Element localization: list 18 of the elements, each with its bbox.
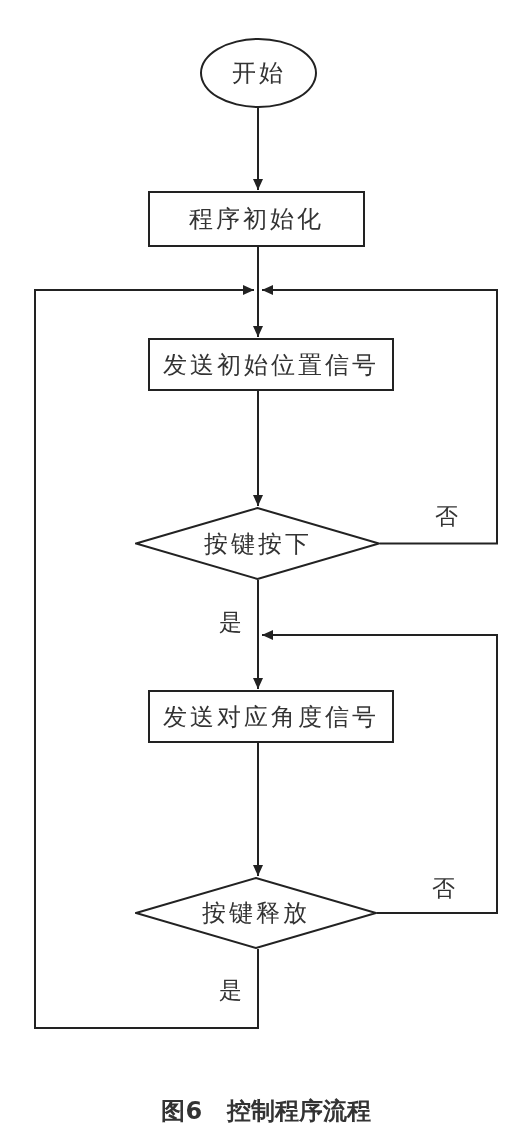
caption: 图6 控制程序流程 (161, 1097, 371, 1126)
process-box: 发送初始位置信号 (148, 338, 394, 391)
edge-label: 否 (433, 503, 459, 529)
process-box: 程序初始化 (148, 191, 365, 247)
arrow (253, 390, 263, 507)
decision-diamond: 按键按下 (135, 507, 380, 580)
arrow (261, 630, 498, 914)
arrow (253, 107, 263, 191)
connector-line (257, 246, 259, 291)
start-ellipse: 开始 (200, 38, 317, 108)
arrow (253, 742, 263, 877)
edge-label: 是 (217, 977, 243, 1003)
arrow (34, 285, 259, 1029)
decision-diamond: 按键释放 (135, 877, 377, 949)
edge-label: 否 (430, 875, 456, 901)
arrow (253, 289, 263, 338)
arrow (261, 285, 498, 545)
process-box: 发送对应角度信号 (148, 690, 394, 743)
